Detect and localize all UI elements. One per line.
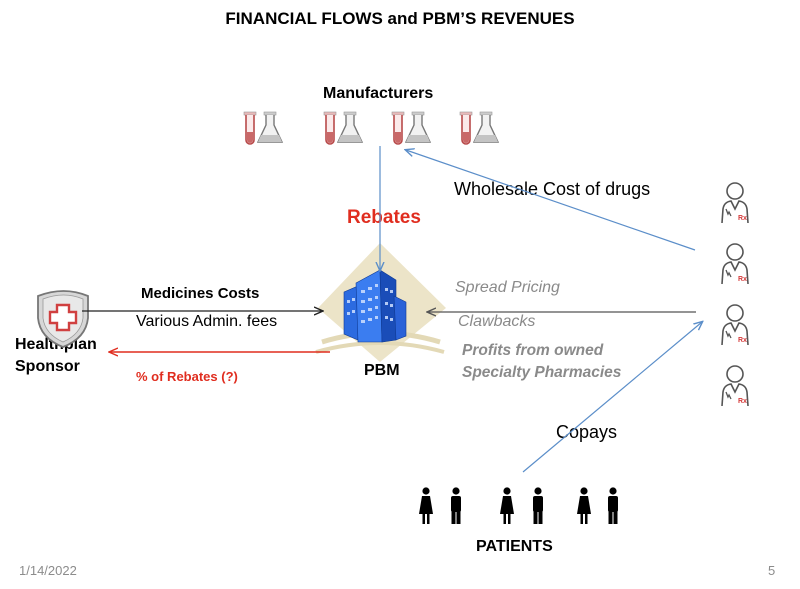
footer-date: 1/14/2022 [19,563,77,578]
test-tube-flask-icon [391,111,431,145]
footer-page-number: 5 [768,563,776,578]
person-icon [500,487,514,524]
building-icon [315,243,446,362]
pbm-label: PBM [364,362,400,379]
healthplan-line2: Sponsor [15,358,80,375]
wholesale-cost-arrow [406,150,696,251]
medical-shield-icon [37,290,89,348]
profits-label: Profits from owned Specialty Pharmacies [462,340,621,384]
medicines-costs-label: Medicines Costs [141,285,260,302]
profits-line2: Specialty Pharmacies [462,364,622,381]
pharmacist-icon [721,243,749,285]
admin-fees-label: Various Admin. fees [136,313,278,330]
person-icon [608,487,618,524]
spread-pricing-label: Spread Pricing [455,279,560,296]
test-tube-flask-icon [243,111,283,145]
test-tube-flask-icon [459,111,499,145]
person-icon [451,487,461,524]
slide-title: FINANCIAL FLOWS and PBM’S REVENUES [225,9,575,28]
copays-label: Copays [556,422,618,442]
profits-line1: Profits from owned [462,342,604,359]
manufacturers-label: Manufacturers [323,85,434,102]
percent-rebates-label: % of Rebates (?) [136,369,238,384]
patients-label: PATIENTS [476,538,553,555]
copays-arrow [522,322,702,473]
pharmacist-icon [721,182,749,224]
pharmacist-icon [721,365,749,407]
person-icon [533,487,543,524]
person-icon [577,487,591,524]
clawbacks-label: Clawbacks [458,313,536,330]
rebates-label: Rebates [347,207,421,228]
patients-group-icon [419,487,618,524]
test-tube-flask-icon [323,111,363,145]
person-icon [419,487,433,524]
pharmacist-icon [721,304,749,346]
